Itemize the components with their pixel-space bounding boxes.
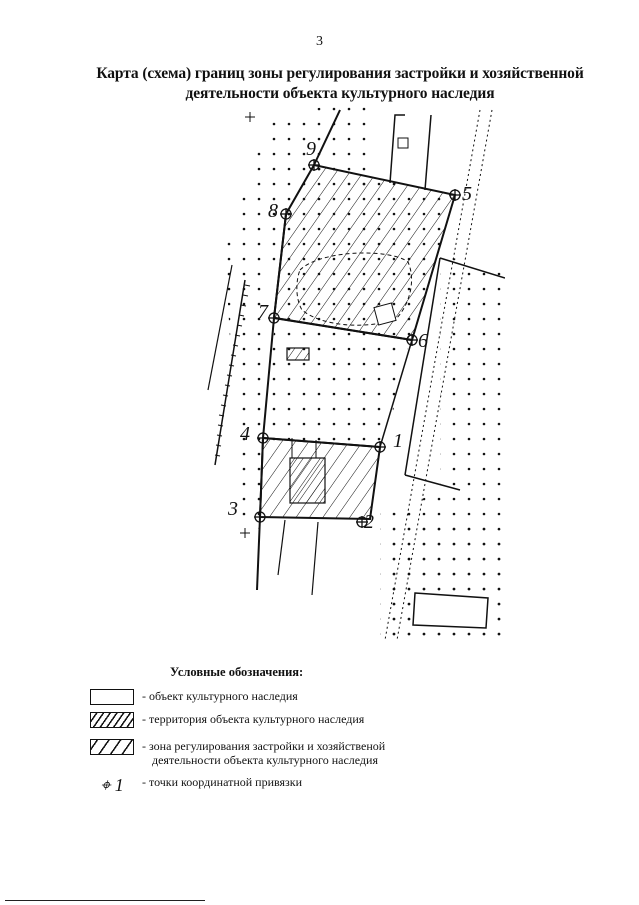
boundary-point-markers (254, 159, 461, 528)
legend-label: - точки координатной привязки (142, 775, 303, 789)
point-label-9: 9 (306, 138, 316, 160)
vegetation-dots (225, 105, 505, 640)
legend-heading: Условные обозначения: (170, 665, 304, 679)
point-label-8: 8 (268, 200, 278, 222)
legend-item-heritage-object: - объект культурного наследия (90, 689, 298, 705)
page-number: 3 (316, 34, 323, 49)
heritage-object-building (289, 457, 326, 504)
legend-label: - зона регулирования застройки и хозяйст… (142, 739, 386, 767)
point-label-2: 2 (364, 511, 374, 533)
sparse-hatch-icon (90, 739, 134, 755)
title-line-1: Карта (схема) границ зоны регулирования … (96, 65, 584, 82)
legend-item-heritage-territory: - территория объекта культурного наследи… (90, 712, 364, 728)
footer-rule (5, 900, 205, 901)
point-label-7: 7 (258, 301, 269, 323)
empty-rectangle-icon (90, 689, 134, 705)
coordinate-point-icon: ⌖ 1 (100, 775, 124, 795)
zone-boundary-map: 9 5 8 7 6 4 1 3 2 (207, 105, 505, 641)
legend-label: - объект культурного наследия (142, 689, 298, 703)
point-label-1: 1 (393, 430, 403, 452)
point-label-3: 3 (227, 498, 238, 520)
point-label-4: 4 (240, 423, 250, 445)
title-line-2: деятельности объекта культурного наследи… (185, 85, 495, 102)
legend-item-regulation-zone: - зона регулирования застройки и хозяйст… (90, 739, 385, 767)
legend-label: - территория объекта культурного наследи… (142, 712, 365, 726)
point-label-6: 6 (418, 330, 428, 352)
point-label-5: 5 (462, 183, 472, 205)
dense-hatch-icon (90, 712, 134, 728)
page-title: Карта (схема) границ зоны регулирования … (60, 64, 620, 104)
legend-item-coordinate-points: ⌖ 1 - точки координатной привязки (90, 775, 302, 796)
